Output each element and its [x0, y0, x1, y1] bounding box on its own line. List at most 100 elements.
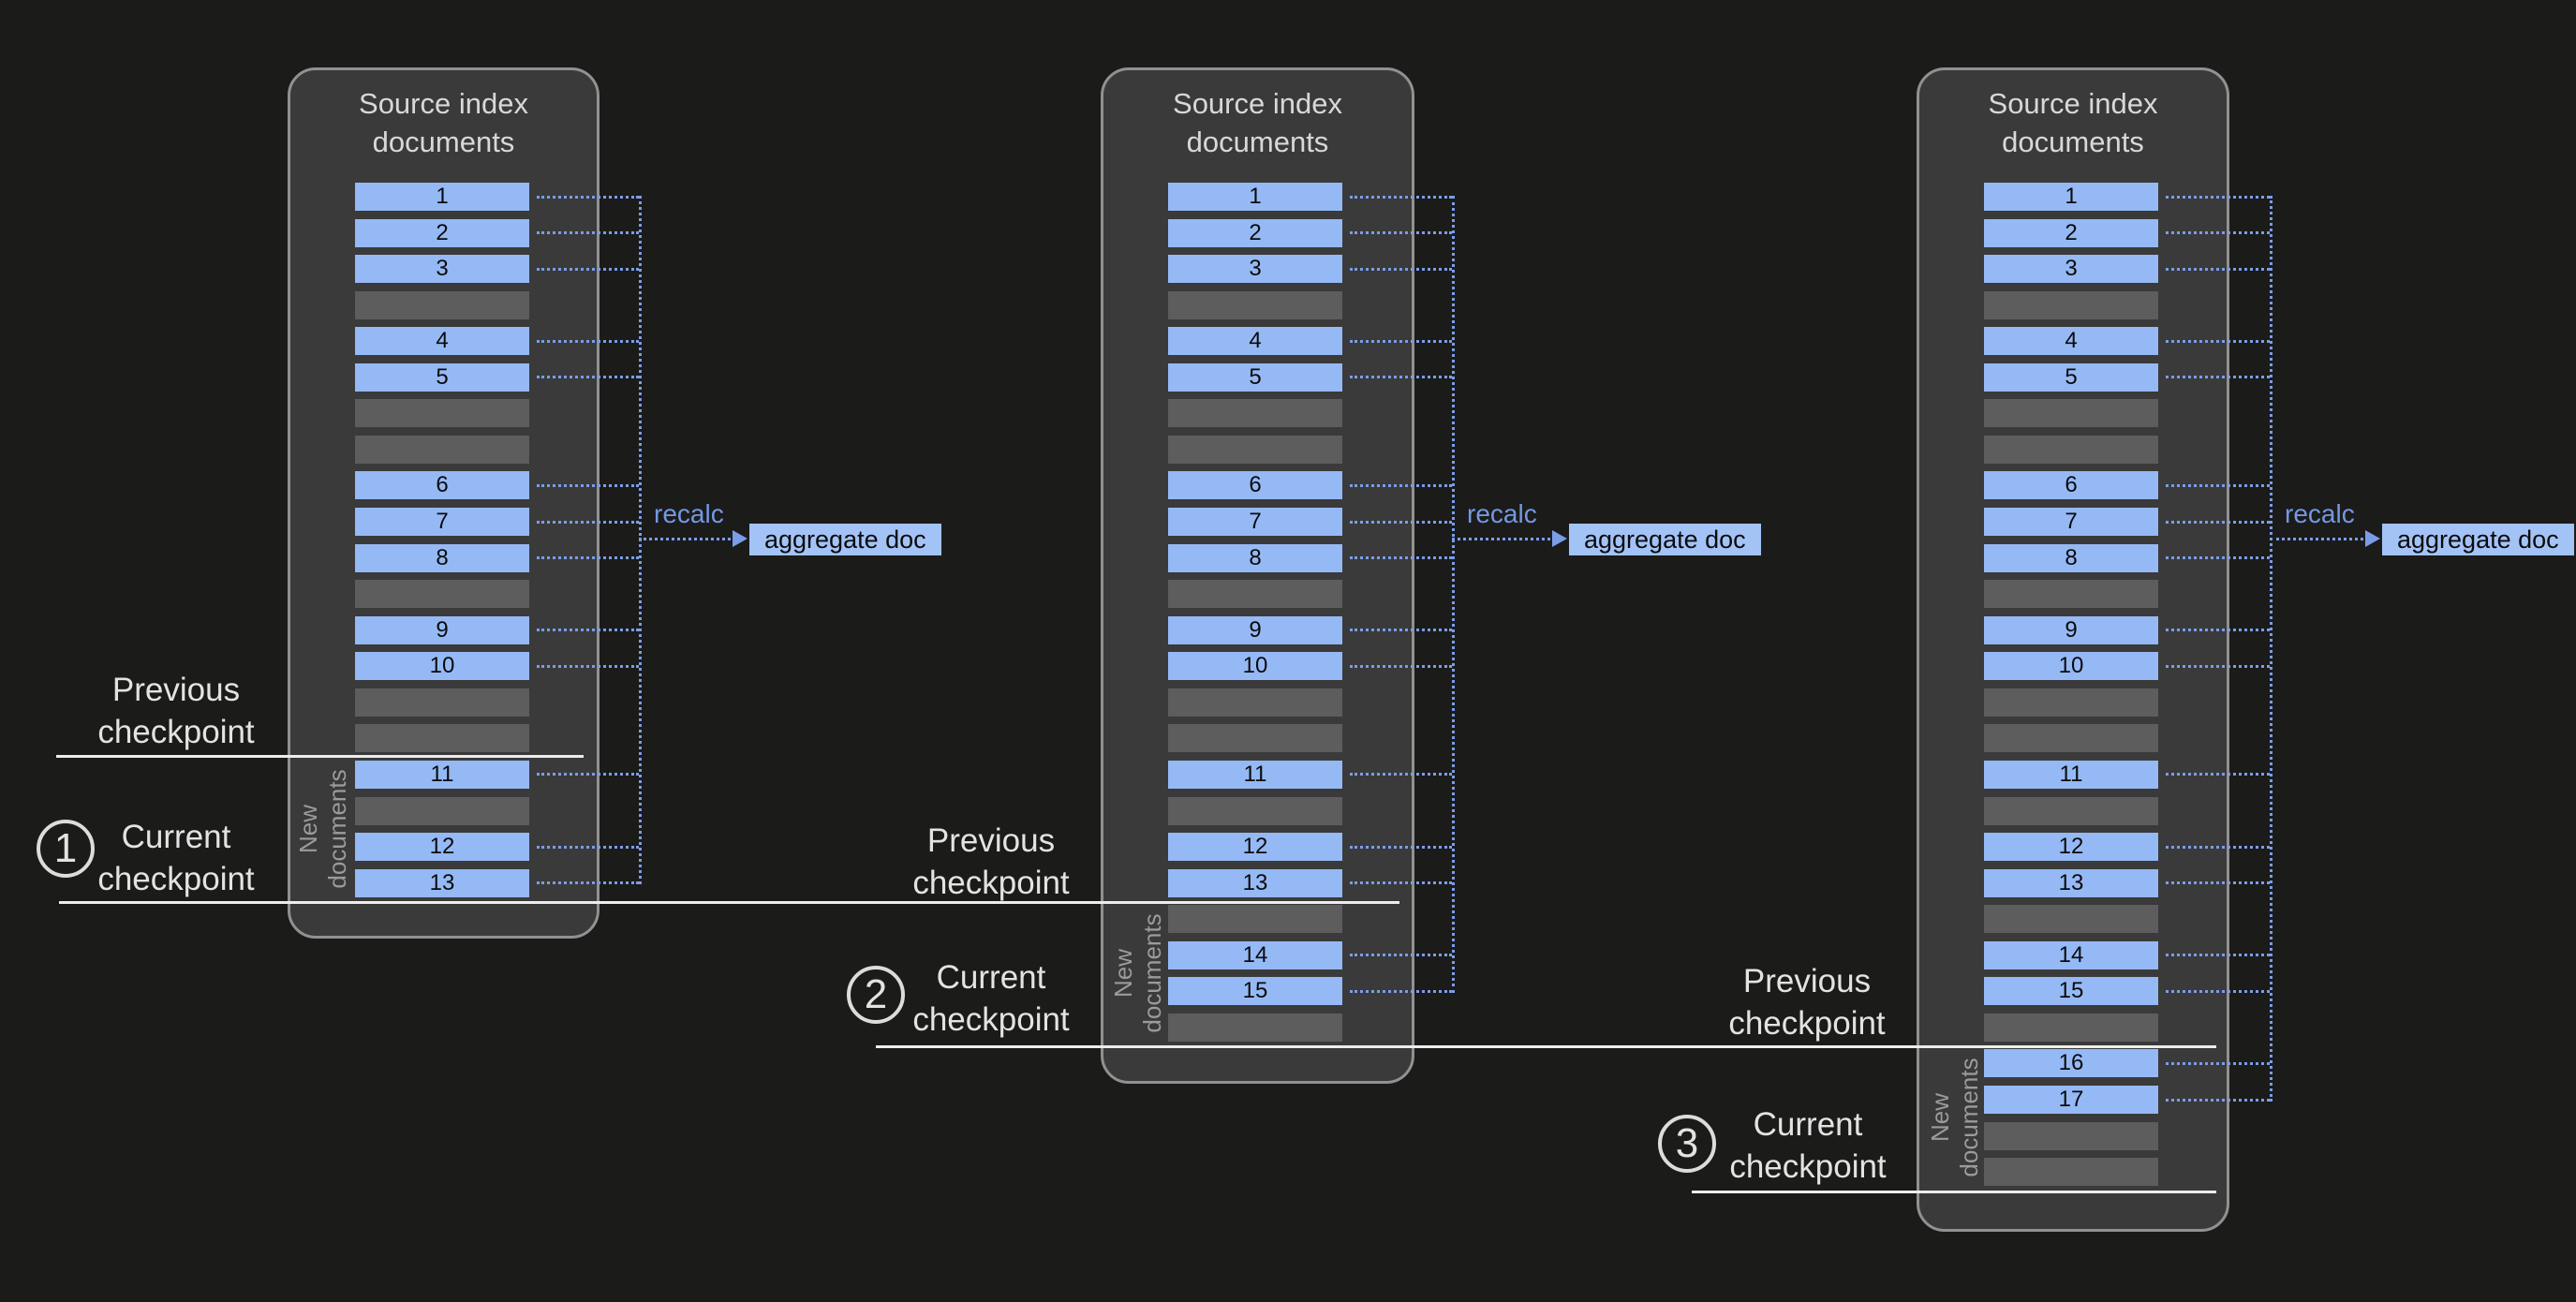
empty-row-slot [355, 435, 529, 464]
current-checkpoint-line-3 [1692, 1190, 2216, 1193]
recalc-arrowhead-icon [1552, 530, 1567, 547]
document-row: 4 [1168, 327, 1342, 356]
document-row: 14 [1984, 940, 2158, 969]
row-connector-dotted-line [1350, 483, 1452, 487]
row-connector-dotted-line [2166, 483, 2270, 487]
document-row: 13 [1984, 868, 2158, 897]
row-connector-dotted-line [2166, 989, 2270, 993]
document-row: 5 [355, 362, 529, 392]
row-connector-dotted-line [1350, 773, 1452, 777]
row-connector-dotted-line [1350, 195, 1452, 199]
document-row: 9 [1984, 615, 2158, 644]
aggregate-doc-badge: aggregate doc [749, 524, 941, 555]
empty-row-slot [1168, 1013, 1342, 1042]
row-connector-dotted-line [537, 629, 639, 632]
current-checkpoint-line-1 [59, 900, 1399, 904]
recalc-arrowhead-icon [733, 530, 748, 547]
row-connector-dotted-line [1350, 231, 1452, 235]
document-row: 5 [1168, 362, 1342, 392]
row-connector-dotted-line [2166, 339, 2270, 343]
document-row: 4 [1984, 327, 2158, 356]
checkpoint-number-badge: 3 [1658, 1115, 1716, 1173]
panel-title-line: Source index [359, 87, 528, 120]
panel-title-line: Source index [1173, 87, 1342, 120]
current-checkpoint-label: Current checkpoint [36, 816, 317, 900]
panel-title-line: documents [2002, 126, 2144, 158]
row-connector-dotted-line [1350, 267, 1452, 271]
empty-row-slot [1984, 290, 2158, 319]
row-connector-dotted-line [537, 881, 639, 885]
document-row: 5 [1984, 362, 2158, 392]
current-checkpoint-label-line: checkpoint [97, 861, 255, 897]
current-checkpoint-label-line: checkpoint [912, 1001, 1070, 1038]
row-connector-dotted-line [2166, 556, 2270, 560]
row-connector-dotted-line [537, 664, 639, 668]
row-connector-dotted-line [1350, 376, 1452, 379]
row-connector-dotted-line [2166, 845, 2270, 849]
row-connector-dotted-line [537, 231, 639, 235]
row-connector-dotted-line [537, 483, 639, 487]
document-row: 10 [1168, 652, 1342, 681]
document-row: 8 [1984, 543, 2158, 572]
row-connector-dotted-line [2166, 376, 2270, 379]
document-row: 7 [1168, 508, 1342, 537]
panel-title-line: documents [372, 126, 515, 158]
empty-row-slot [1168, 290, 1342, 319]
empty-row-slot [355, 399, 529, 428]
document-row: 6 [1168, 471, 1342, 500]
row-connector-dotted-line [1350, 954, 1452, 957]
aggregate-doc-badge: aggregate doc [1569, 524, 1761, 555]
previous-checkpoint-label-line: Previous [111, 672, 241, 708]
document-row: 12 [1984, 833, 2158, 862]
row-connector-dotted-line [2166, 629, 2270, 632]
empty-row-slot [355, 796, 529, 825]
row-connector-dotted-line [2166, 520, 2270, 524]
document-row: 12 [1168, 833, 1342, 862]
recalc-label: recalc [2285, 499, 2355, 528]
row-connector-dotted-line [2166, 267, 2270, 271]
row-connector-dotted-line [2166, 1098, 2270, 1102]
empty-row-slot [355, 580, 529, 609]
aggregate-doc-badge: aggregate doc [2382, 524, 2574, 555]
recalc-label: recalc [1467, 499, 1537, 528]
current-checkpoint-label-line: Current [121, 819, 231, 855]
empty-row-slot [1984, 580, 2158, 609]
previous-checkpoint-label-line: Previous [926, 822, 1056, 859]
document-row: 10 [355, 652, 529, 681]
row-connector-dotted-line [1350, 629, 1452, 632]
document-row: 15 [1984, 977, 2158, 1006]
row-connector-dotted-line [1350, 845, 1452, 849]
row-connector-dotted-line [537, 520, 639, 524]
row-connector-dotted-line [2166, 881, 2270, 885]
document-row: 17 [1984, 1086, 2158, 1114]
row-connector-dotted-line [537, 556, 639, 560]
empty-row-slot [355, 724, 529, 753]
new-documents-label-line: documents [1138, 913, 1166, 1033]
panel-title-line: Source index [1988, 87, 2158, 120]
document-row: 13 [355, 868, 529, 897]
document-row: 3 [1168, 255, 1342, 284]
document-row: 11 [1984, 760, 2158, 789]
row-connector-dotted-line [1350, 339, 1452, 343]
current-checkpoint-label-line: Current [936, 959, 1046, 996]
document-row: 6 [355, 471, 529, 500]
empty-row-slot [1168, 688, 1342, 717]
empty-row-slot [1984, 724, 2158, 753]
row-connector-dotted-line [537, 195, 639, 199]
recalc-arrow-line [2270, 537, 2369, 540]
panel-title: Source index documents [1917, 84, 2229, 161]
row-connector-dotted-line [2166, 231, 2270, 235]
document-row: 1 [1168, 183, 1342, 211]
document-row: 1 [1984, 183, 2158, 211]
row-connector-dotted-line [2166, 1061, 2270, 1065]
empty-row-slot [1984, 796, 2158, 825]
new-documents-label-line: documents [323, 769, 351, 889]
checkpoint-number: 1 [53, 825, 78, 871]
empty-row-slot [1984, 1013, 2158, 1042]
empty-row-slot [1168, 905, 1342, 934]
row-connector-dotted-line [537, 339, 639, 343]
row-connector-dotted-line [1350, 881, 1452, 885]
